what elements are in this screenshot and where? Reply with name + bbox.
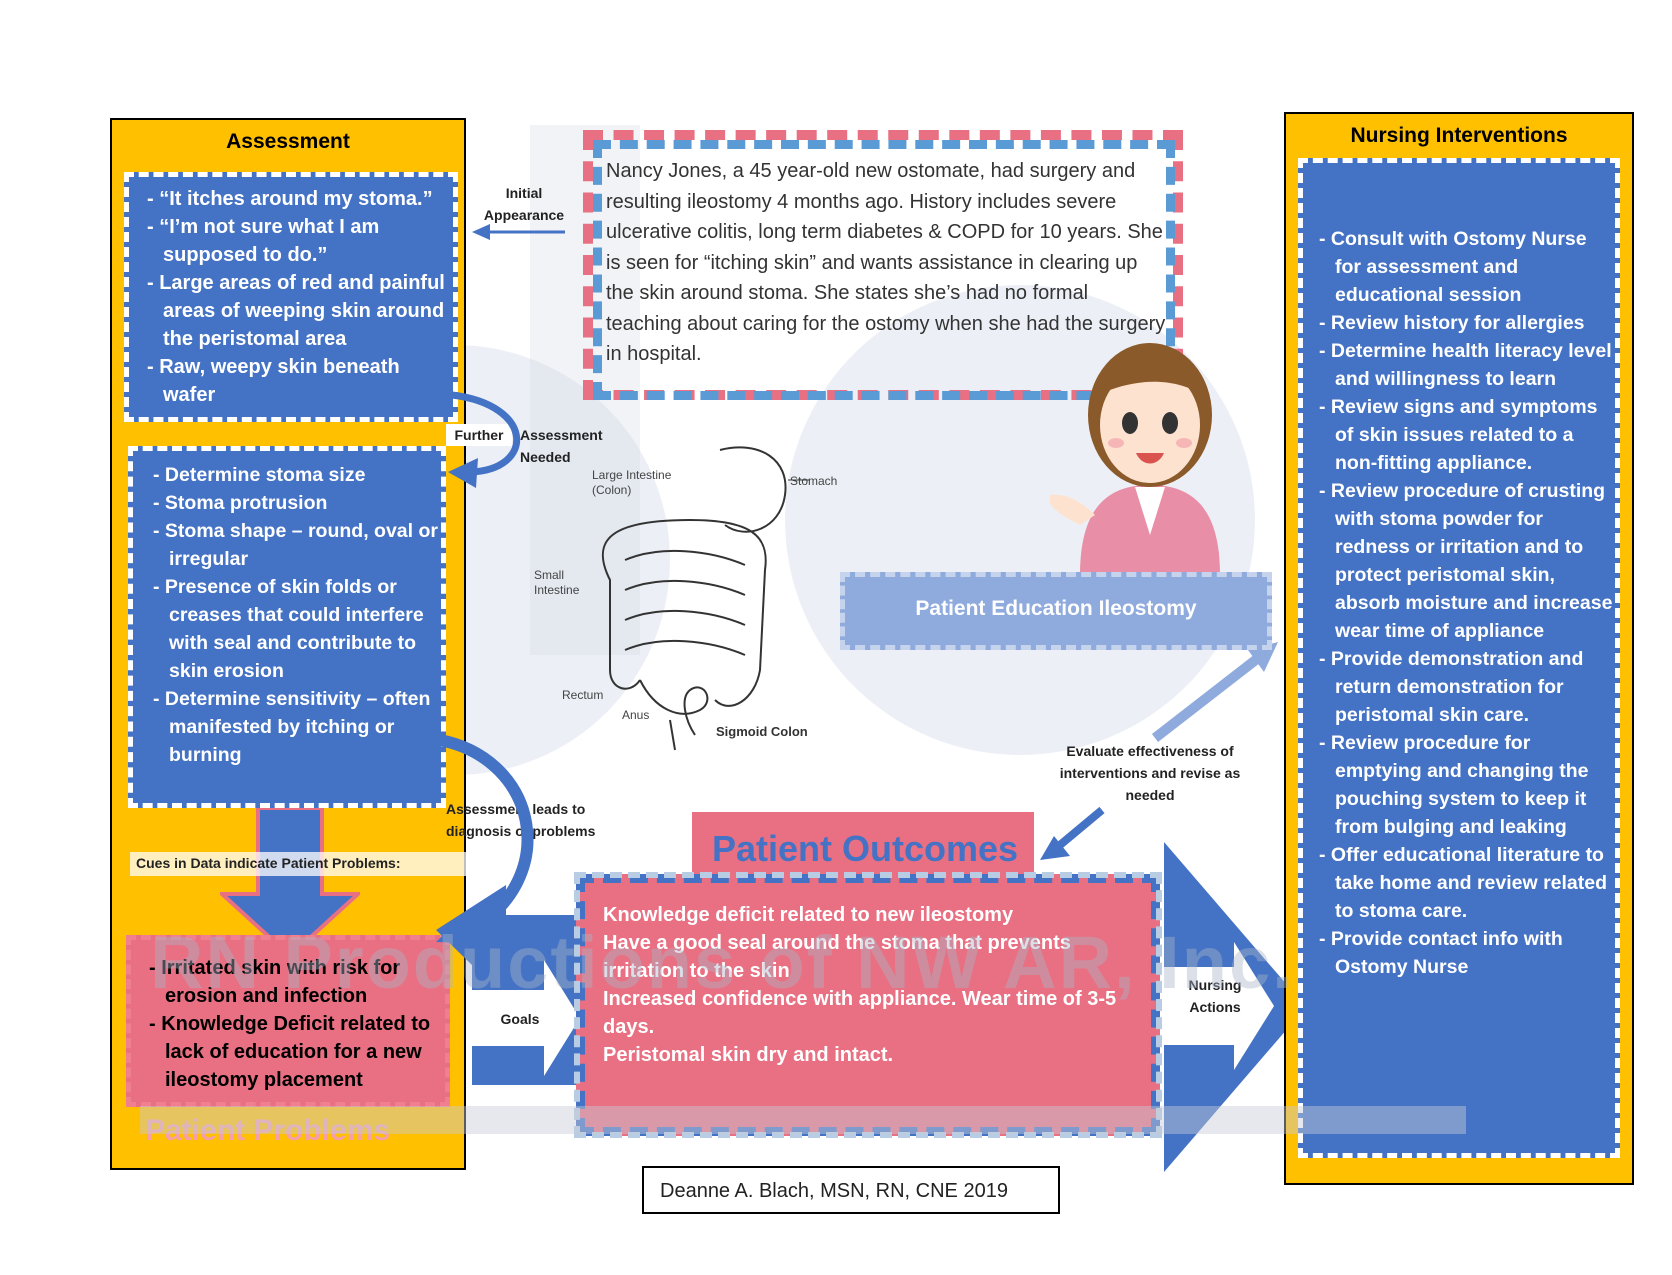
label-rectum: Rectum — [562, 688, 604, 702]
patient-education-box: Patient Education Ileostomy — [840, 572, 1272, 650]
stomach-shape — [719, 446, 787, 533]
interventions-title: Nursing Interventions — [1350, 124, 1568, 147]
label-anus: Anus — [622, 708, 650, 722]
label-sigmoid-colon: Sigmoid Colon — [716, 724, 808, 739]
assessment-step: Stoma protrusion — [139, 489, 439, 517]
assessment-needed-label: Assessment Needed — [520, 427, 603, 465]
intervention-item: Provide demonstration and return demonst… — [1305, 645, 1613, 729]
assessment-step: Determine stoma size — [139, 461, 439, 489]
nurse-illustration — [1050, 343, 1220, 575]
intervention-item: Provide contact info with Ostomy Nurse — [1305, 925, 1613, 981]
watermark-text: RN Productions of NW AR, Inc. — [150, 921, 1295, 1004]
goals-label: Goals — [500, 1011, 540, 1027]
subjective-cues-box: “It itches around my stoma.” “I’m not su… — [124, 172, 458, 422]
intervention-item: Review history for allergies — [1305, 309, 1613, 337]
patient-problems-box: Irritated skin with risk for erosion and… — [126, 935, 450, 1107]
assessment-step: Determine sensitivity – often manifested… — [139, 685, 439, 769]
down-arrow — [220, 808, 360, 958]
problem-item: Irritated skin with risk for erosion and… — [135, 954, 443, 1010]
nursing-actions-inner-arrow — [1158, 942, 1274, 1070]
watermark-bar — [140, 1106, 1466, 1134]
initial-arrow-head — [472, 224, 490, 240]
cue-item: Large areas of red and painful areas of … — [133, 269, 449, 353]
case-frame-inner — [593, 140, 1175, 400]
problem-item: Knowledge Deficit related to lack of edu… — [135, 1010, 443, 1094]
assessment-title: Assessment — [226, 130, 350, 153]
cues-label: Cues in Data indicate Patient Problems: — [130, 852, 466, 876]
goals-inner-arrow — [472, 960, 580, 1076]
intervention-item: Determine health literacy level and will… — [1305, 337, 1613, 393]
leads-to-label: Assessment leads to diagnosis of problem… — [446, 801, 596, 839]
nurse-face — [1100, 367, 1200, 483]
cue-item: “I’m not sure what I am supposed to do.” — [133, 213, 449, 269]
outcome-item: Knowledge deficit related to new ileosto… — [603, 904, 1014, 926]
label-small-intestine: Small Intestine — [534, 568, 580, 597]
outcomes-title: Patient Outcomes — [712, 828, 1019, 869]
further-list: Determine stoma size Stoma protrusion St… — [139, 461, 439, 769]
case-scenario-text: Nancy Jones, a 45 year-old new ostomate,… — [606, 160, 1166, 365]
problems-list: Irritated skin with risk for erosion and… — [135, 954, 443, 1094]
outcomes-box: Knowledge deficit related to new ileosto… — [574, 872, 1162, 1138]
nurse-hand — [1050, 494, 1095, 525]
subjective-list: “It itches around my stoma.” “I’m not su… — [133, 185, 449, 409]
interventions-box: Consult with Ostomy Nurse for assessment… — [1298, 158, 1620, 1158]
outcomes-list: Knowledge deficit related to new ileosto… — [603, 901, 1141, 1069]
nursing-actions-label: Nursing Actions — [1188, 977, 1242, 1015]
outcomes-title-box: Patient Outcomes — [692, 812, 1034, 882]
intestine-diagram — [601, 446, 810, 751]
cue-item: “It itches around my stoma.” — [133, 185, 449, 213]
patient-education-label: Patient Education Ileostomy — [915, 597, 1197, 620]
credit-box: Deanne A. Blach, MSN, RN, CNE 2019 — [642, 1166, 1060, 1214]
intervention-item: Review signs and symptoms of skin issues… — [1305, 393, 1613, 477]
label-stomach: Stomach — [790, 474, 838, 488]
evaluate-label: Evaluate effectiveness of interventions … — [1059, 743, 1241, 803]
label-large-intestine: Large Intestine (Colon) — [592, 468, 672, 497]
intervention-item: Consult with Ostomy Nurse for assessment… — [1305, 225, 1613, 309]
cue-item: Raw, weepy skin beneath wafer — [133, 353, 449, 409]
assessment-step: Stoma shape – round, oval or irregular — [139, 517, 439, 573]
initial-appearance-label: Initial Appearance — [483, 185, 565, 223]
intervention-item: Review procedure for emptying and changi… — [1305, 729, 1613, 841]
further-label: Further — [446, 424, 512, 446]
assessment-step: Presence of skin folds or creases that c… — [139, 573, 439, 685]
outcome-item: Increased confidence with appliance. Wea… — [603, 988, 1117, 1038]
outcome-item: Have a good seal around the stoma that p… — [603, 932, 1071, 982]
intervention-item: Offer educational literature to take hom… — [1305, 841, 1613, 925]
problems-title: Patient Problems — [145, 1114, 391, 1147]
further-assessment-box: Determine stoma size Stoma protrusion St… — [128, 446, 446, 808]
interventions-list: Consult with Ostomy Nurse for assessment… — [1305, 225, 1613, 981]
intervention-item: Review procedure of crusting with stoma … — [1305, 477, 1613, 645]
outcome-item: Peristomal skin dry and intact. — [603, 1044, 894, 1066]
